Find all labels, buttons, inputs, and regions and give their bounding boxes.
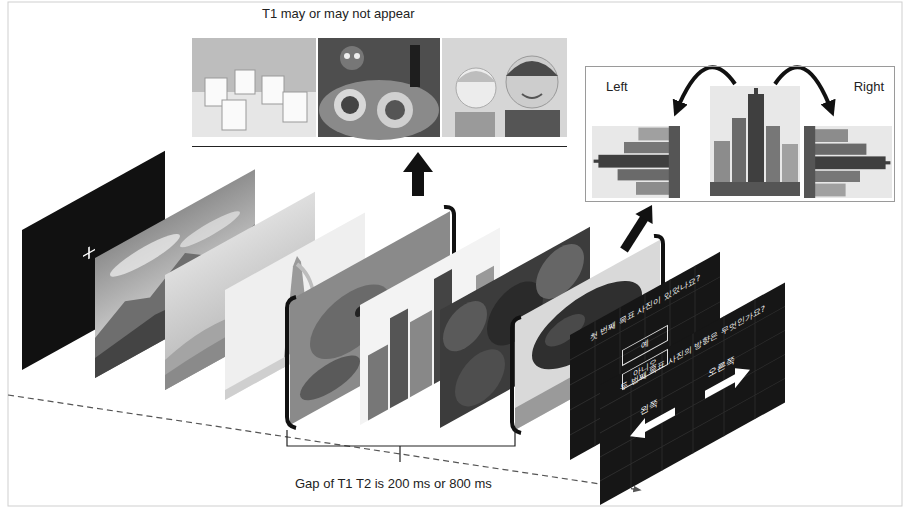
- pointer-arrow: [635, 205, 652, 224]
- target-bracket: [512, 317, 521, 433]
- pointer-arrow: [403, 152, 433, 196]
- orientation-panel: Left Right: [585, 66, 895, 202]
- figure-border: [8, 2, 902, 506]
- panel-heading: T1 may or may not appear: [262, 6, 414, 22]
- target-bracket: [287, 297, 296, 428]
- direction-label: Left: [606, 79, 628, 95]
- t1-panel: T1 may or may not appear: [192, 4, 567, 147]
- option-text: 왼쪽: [640, 397, 658, 418]
- response-screen: 첫 번째 목표 사진이 있었나요?예아니오: [570, 252, 720, 460]
- question-text: 두 번째 목표 사진의 방향은 무엇인가요?: [600, 292, 785, 404]
- orientation-photos: [592, 67, 892, 198]
- timing-note: Gap of T1 T2 is 200 ms or 800 ms: [295, 476, 492, 491]
- gap-bracket: [287, 430, 515, 462]
- direction-label: Right: [854, 79, 884, 95]
- option-text: 예: [623, 327, 667, 361]
- t1-photos: [192, 38, 567, 140]
- option-text: 오른쪽: [708, 354, 735, 380]
- pointer-arrow: [624, 217, 645, 250]
